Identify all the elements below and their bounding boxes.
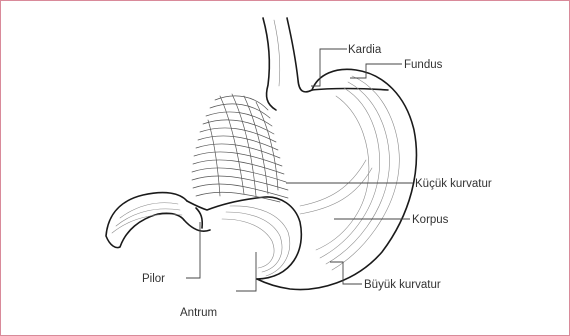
label-korpus: Korpus <box>412 214 449 226</box>
muscle-lines <box>112 76 399 276</box>
label-kucuk-kurvatur: Küçük kurvatur <box>415 178 492 190</box>
omentum-folds <box>192 94 288 202</box>
stomach-outline <box>106 69 416 289</box>
label-pilor: Pilor <box>142 273 165 285</box>
leader-kardia <box>311 49 347 86</box>
label-buyuk-kurvatur: Büyük kurvatur <box>364 279 441 291</box>
label-fundus: Fundus <box>404 59 443 71</box>
label-kardia: Kardia <box>348 44 382 56</box>
esophagus <box>263 18 312 110</box>
leader-antrum <box>236 252 256 291</box>
label-antrum: Antrum <box>180 307 217 319</box>
